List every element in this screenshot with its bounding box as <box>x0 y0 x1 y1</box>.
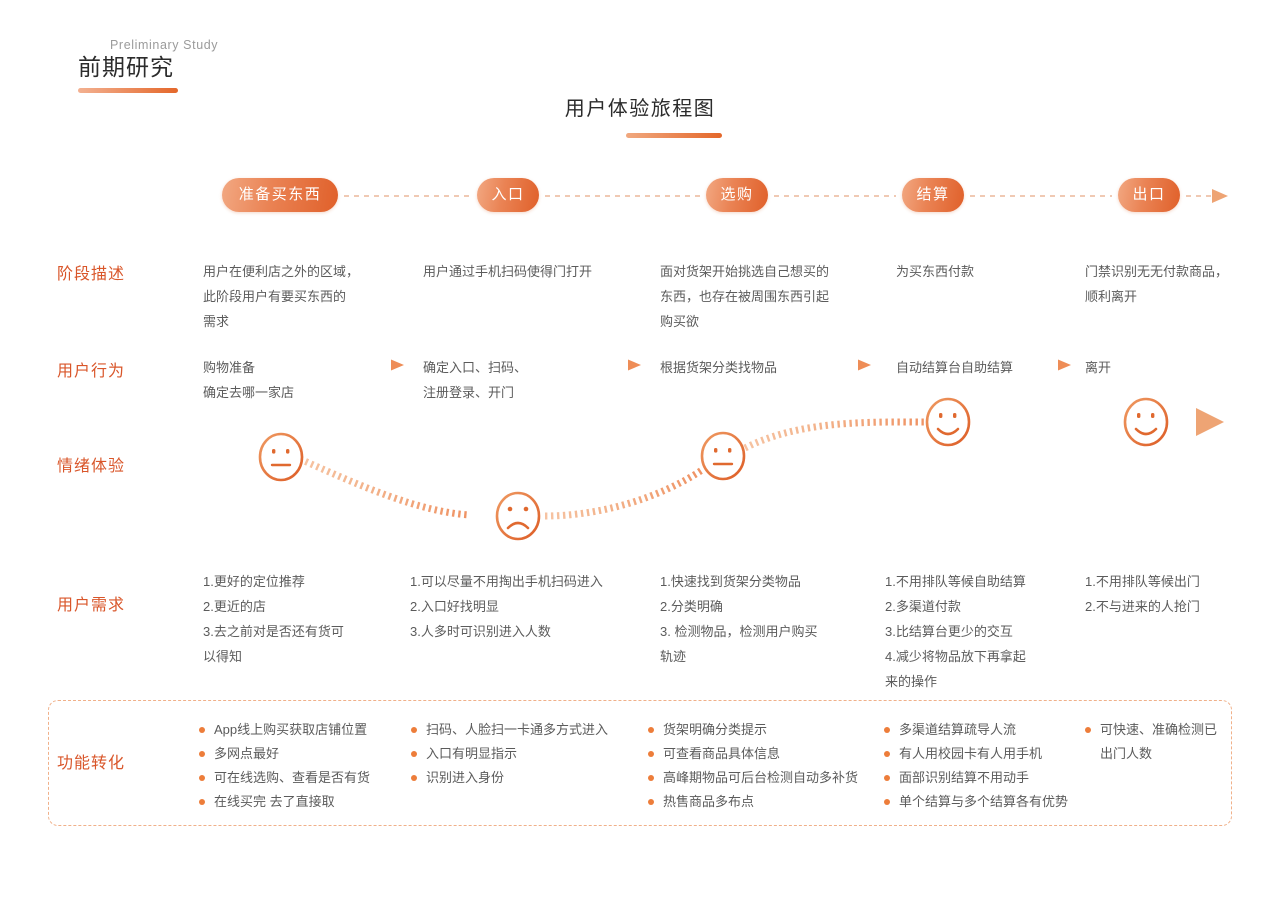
page-title: 前期研究 <box>78 54 174 80</box>
bullet-dot-icon <box>884 727 890 733</box>
function-conversion-item-label: 可在线选购、查看是否有货 <box>214 770 371 785</box>
user-behavior-col-2: 确定入口、扫码、 注册登录、开门 <box>423 360 528 400</box>
function-conversion-col-5: 可快速、准确检测已 出门人数 <box>1085 718 1217 766</box>
function-conversion-item-label: 入口有明显指示 <box>426 746 518 761</box>
function-conversion-item: 可查看商品具体信息 <box>648 742 858 766</box>
function-conversion-item: 识别进入身份 <box>411 766 608 790</box>
user-behavior-col-4: 自动结算台自助结算 <box>896 360 1014 375</box>
emotion-face-happy-2 <box>1123 397 1169 447</box>
function-conversion-item-label: 识别进入身份 <box>426 770 505 785</box>
function-conversion-item: 高峰期物品可后台检测自动多补货 <box>648 766 858 790</box>
user-needs-col-1: 1.更好的定位推荐 2.更近的店 3.去之前对是否还有货可 以得知 <box>203 574 344 664</box>
row-label-user-needs: 用户需求 <box>57 597 126 614</box>
bullet-dot-icon <box>199 751 205 757</box>
behavior-arrow-3 <box>812 359 871 371</box>
emotion-face-neutral-1 <box>258 432 304 482</box>
bullet-dot-icon <box>648 727 654 733</box>
behavior-arrow-4 <box>1030 359 1071 371</box>
function-conversion-box <box>48 700 1232 826</box>
function-conversion-item-label: 可查看商品具体信息 <box>663 746 781 761</box>
stage-pill-2[interactable]: 入口 <box>477 178 539 212</box>
function-conversion-item-label: 多网点最好 <box>214 746 280 761</box>
user-behavior-col-5: 离开 <box>1085 360 1112 375</box>
stage-pill-3[interactable]: 选购 <box>706 178 768 212</box>
function-conversion-item: 在线买完 去了直接取 <box>199 790 370 814</box>
function-conversion-item-label: 可快速、准确检测已 出门人数 <box>1100 722 1218 761</box>
emotion-face-happy-1 <box>925 397 971 447</box>
function-conversion-item-label: 多渠道结算疏导人流 <box>899 722 1017 737</box>
bullet-dot-icon <box>1085 727 1091 733</box>
bullet-dot-icon <box>648 775 654 781</box>
function-conversion-item: 可快速、准确检测已 出门人数 <box>1085 718 1217 766</box>
behavior-arrow-1 <box>345 359 404 371</box>
function-conversion-item-label: 货架明确分类提示 <box>663 722 768 737</box>
function-conversion-item: 入口有明显指示 <box>411 742 608 766</box>
function-conversion-item-label: 单个结算与多个结算各有优势 <box>899 794 1069 809</box>
function-conversion-item-label: 在线买完 去了直接取 <box>214 794 335 809</box>
bullet-dot-icon <box>884 775 890 781</box>
title-underline-rule <box>78 88 178 93</box>
function-conversion-item: 多网点最好 <box>199 742 370 766</box>
function-conversion-item: 单个结算与多个结算各有优势 <box>884 790 1068 814</box>
bullet-dot-icon <box>199 775 205 781</box>
function-conversion-item: 货架明确分类提示 <box>648 718 858 742</box>
function-conversion-col-4: 多渠道结算疏导人流有人用校园卡有人用手机面部识别结算不用动手单个结算与多个结算各… <box>884 718 1068 814</box>
function-conversion-item: 面部识别结算不用动手 <box>884 766 1068 790</box>
bullet-dot-icon <box>411 727 417 733</box>
stage-description-col-1: 用户在便利店之外的区域， 此阶段用户有要买东西的 需求 <box>203 264 360 329</box>
function-conversion-item-label: 高峰期物品可后台检测自动多补货 <box>663 770 859 785</box>
bullet-dot-icon <box>199 799 205 805</box>
function-conversion-item: 可在线选购、查看是否有货 <box>199 766 370 790</box>
user-needs-col-3: 1.快速找到货架分类物品 2.分类明确 3. 检测物品，检测用户购买 轨迹 <box>660 574 818 664</box>
function-conversion-item: 多渠道结算疏导人流 <box>884 718 1068 742</box>
stage-description-col-4: 为买东西付款 <box>896 264 975 279</box>
bullet-dot-icon <box>884 751 890 757</box>
user-needs-col-4: 1.不用排队等候自助结算 2.多渠道付款 3.比结算台更少的交互 4.减少将物品… <box>885 574 1026 689</box>
function-conversion-col-1: App线上购买获取店铺位置多网点最好可在线选购、查看是否有货在线买完 去了直接取 <box>199 718 370 814</box>
stage-pill-5[interactable]: 出口 <box>1118 178 1180 212</box>
page-subtitle: Preliminary Study <box>110 38 219 52</box>
main-title-underline-rule <box>626 133 722 138</box>
user-behavior-col-3: 根据货架分类找物品 <box>660 360 778 375</box>
row-label-function-conversion: 功能转化 <box>57 755 126 772</box>
function-conversion-item: 有人用校园卡有人用手机 <box>884 742 1068 766</box>
bullet-dot-icon <box>648 799 654 805</box>
emotion-curve <box>202 408 1224 520</box>
row-label-stage-description: 阶段描述 <box>57 266 126 283</box>
function-conversion-item: App线上购买获取店铺位置 <box>199 718 370 742</box>
stage-pill-4[interactable]: 结算 <box>902 178 964 212</box>
stage-description-col-3: 面对货架开始挑选自己想买的 东西，也存在被周围东西引起 购买欲 <box>660 264 830 329</box>
bullet-dot-icon <box>199 727 205 733</box>
emotion-face-sad <box>495 491 541 541</box>
user-needs-col-2: 1.可以尽量不用掏出手机扫码进入 2.入口好找明显 3.人多时可识别进入人数 <box>410 574 603 639</box>
user-behavior-col-1: 购物准备 确定去哪一家店 <box>203 360 295 400</box>
main-title: 用户体验旅程图 <box>564 98 716 120</box>
stage-track: 准备买东西 入口 选购 结算 出口 <box>0 178 1280 216</box>
bullet-dot-icon <box>411 775 417 781</box>
stage-description-col-5: 门禁识别无无付款商品， 顺利离开 <box>1085 264 1229 304</box>
bullet-dot-icon <box>411 751 417 757</box>
row-label-user-behavior: 用户行为 <box>57 363 126 380</box>
row-label-emotion-experience: 情绪体验 <box>57 458 126 475</box>
stage-description-col-2: 用户通过手机扫码使得门打开 <box>423 264 593 279</box>
function-conversion-item-label: 热售商品多布点 <box>663 794 755 809</box>
bullet-dot-icon <box>884 799 890 805</box>
function-conversion-item-label: 扫码、人脸扫一卡通多方式进入 <box>426 722 609 737</box>
function-conversion-item: 热售商品多布点 <box>648 790 858 814</box>
bullet-dot-icon <box>648 751 654 757</box>
function-conversion-item-label: 有人用校园卡有人用手机 <box>899 746 1043 761</box>
function-conversion-item: 扫码、人脸扫一卡通多方式进入 <box>411 718 608 742</box>
stage-pill-1[interactable]: 准备买东西 <box>222 178 338 212</box>
function-conversion-item-label: 面部识别结算不用动手 <box>899 770 1030 785</box>
emotion-curve-arrowhead <box>1196 408 1224 436</box>
function-conversion-col-3: 货架明确分类提示可查看商品具体信息高峰期物品可后台检测自动多补货热售商品多布点 <box>648 718 858 814</box>
emotion-face-neutral-2 <box>700 431 746 481</box>
user-needs-col-5: 1.不用排队等候出门 2.不与进来的人抢门 <box>1085 574 1200 614</box>
function-conversion-col-2: 扫码、人脸扫一卡通多方式进入入口有明显指示识别进入身份 <box>411 718 608 790</box>
header-block: 前期研究 <box>78 52 378 93</box>
behavior-arrow-2 <box>582 359 641 371</box>
function-conversion-item-label: App线上购买获取店铺位置 <box>214 722 368 737</box>
